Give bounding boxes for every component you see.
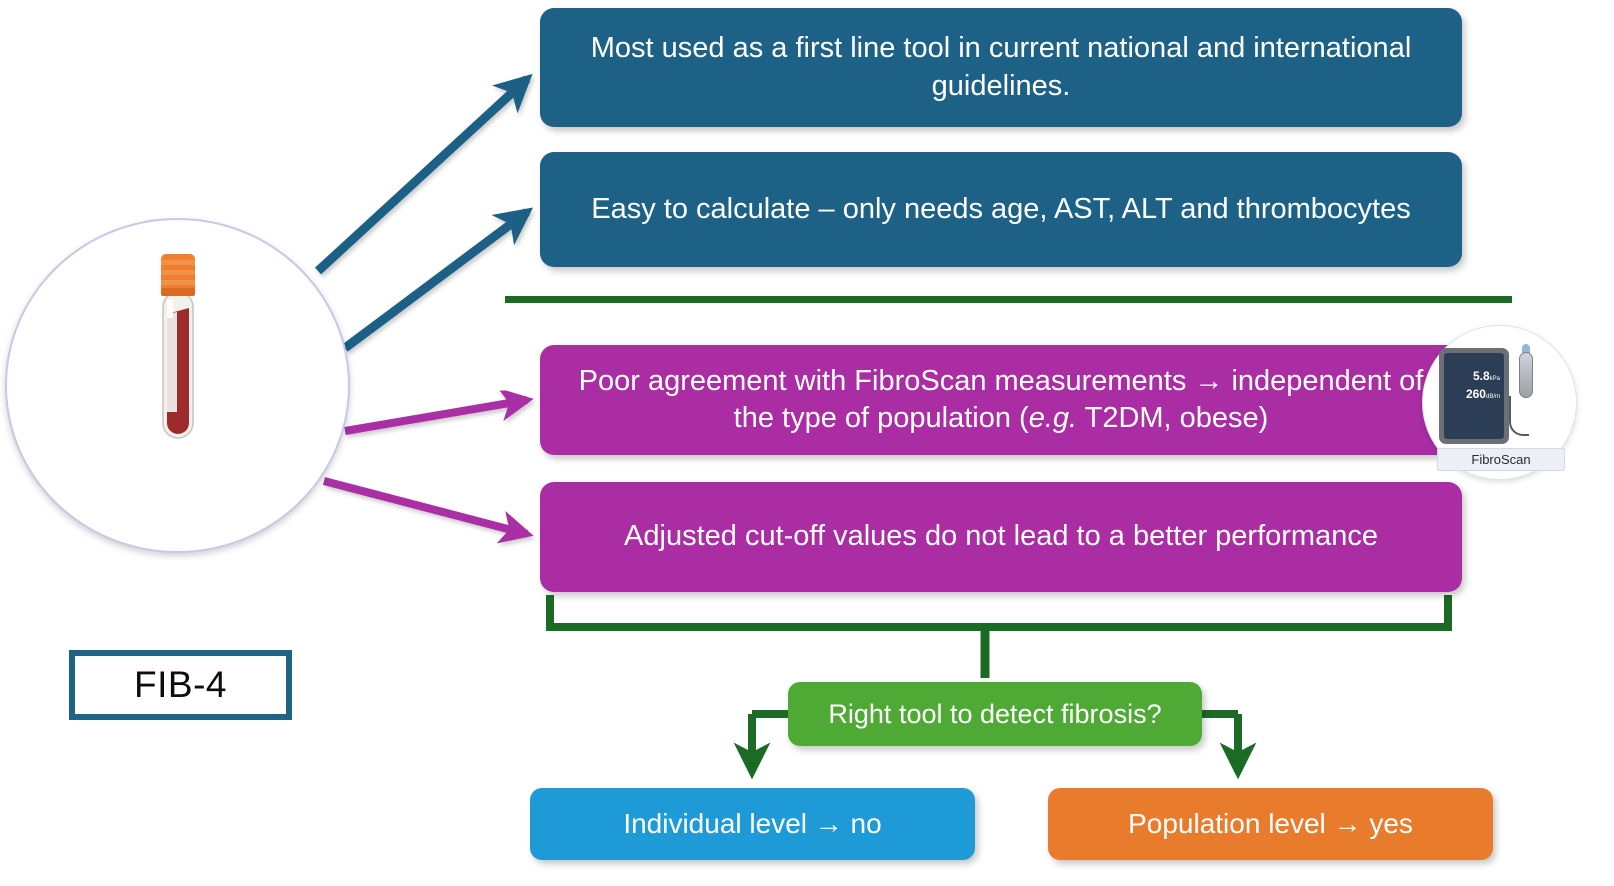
outcome-box-individual-level[interactable]: Individual level → no [530,788,975,860]
fibroscan-cable-icon [1509,396,1529,436]
connector-hero-to-adjusted [322,477,534,544]
outcome-box-population-level[interactable]: Population level → yes [1048,788,1493,860]
statement-box-easy-to-calculate[interactable]: Easy to calculate – only needs age, AST,… [540,152,1462,267]
fibroscan-inset: 5.8kPa 260dB/m FibroScan [1422,325,1577,480]
fib4-hero-circle: FIB-4 [5,218,350,720]
fibroscan-screen: 5.8kPa 260dB/m [1444,353,1504,439]
fib4-label-text: FIB-4 [134,664,227,705]
statement-box-poor-agreement[interactable]: Poor agreement with FibroScan measuremen… [540,345,1462,455]
statement-box-guidelines[interactable]: Most used as a first line tool in curren… [540,8,1462,127]
fibroscan-label: FibroScan [1437,448,1565,471]
statement-box-adjusted-cutoffs[interactable]: Adjusted cut-off values do not lead to a… [540,482,1462,592]
question-box-right-tool[interactable]: Right tool to detect fibrosis? [788,682,1202,746]
fibroscan-device-icon: 5.8kPa 260dB/m [1439,348,1509,444]
connector-hero-to-poor [344,387,534,435]
fibroscan-stiffness-readout: 5.8kPa [1472,369,1500,383]
fibroscan-cap-readout: 260dB/m [1465,387,1500,401]
poor-text-part2: T2DM, obese) [1077,402,1269,434]
fibroscan-probe-icon [1519,352,1533,398]
connector-hero-to-guidelines [314,73,533,275]
section-divider [505,296,1512,303]
blood-collection-tube-icon [160,254,195,439]
connector-hero-to-easy [342,207,534,352]
fib4-label-box: FIB-4 [69,650,292,720]
poor-text-italic: e.g. [1028,402,1078,434]
poor-text-part1: Poor agreement with FibroScan measuremen… [578,364,1424,434]
fibroscan-probe-tip-icon [1522,344,1530,356]
connector-bracket [546,595,1452,631]
